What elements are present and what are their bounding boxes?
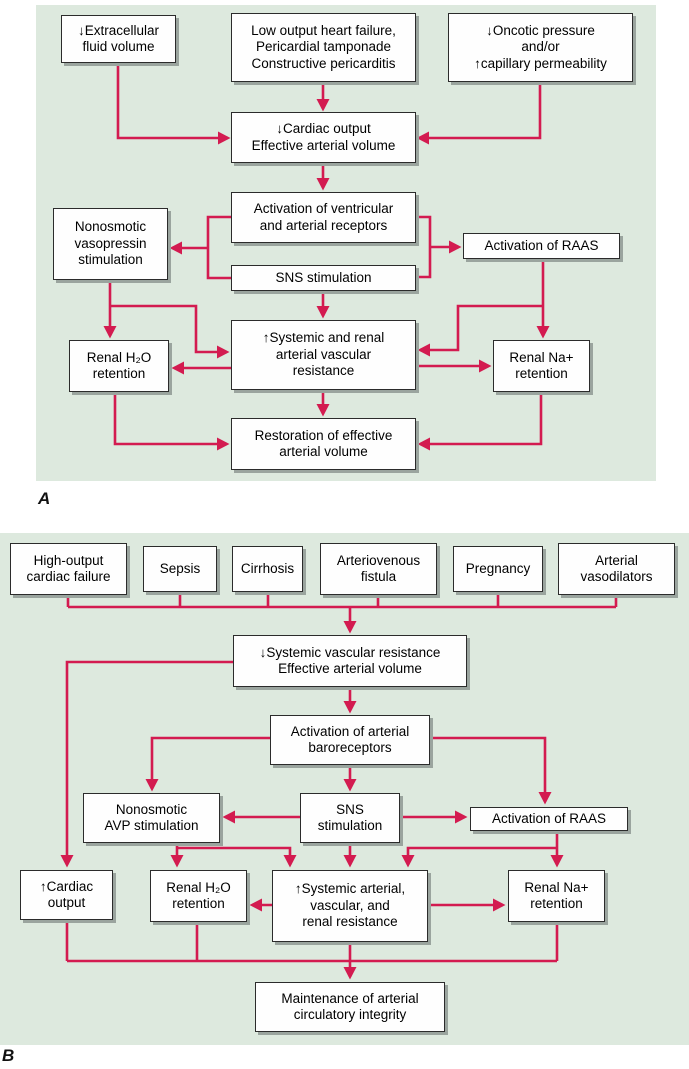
box-arteriovenous-fistula: Arteriovenous fistula (320, 543, 437, 595)
box-activation-raas-a: Activation of RAAS (463, 233, 620, 259)
panel-a-label: A (38, 489, 51, 508)
box-maintenance-circulatory-integrity: Maintenance of arterial circulatory inte… (255, 982, 445, 1032)
box-renal-h2o-retention-b: Renal H₂O retention (150, 870, 247, 922)
box-high-output-cardiac-failure: High-output cardiac failure (10, 543, 127, 595)
box-nonosmotic-avp: Nonosmotic AVP stimulation (83, 793, 220, 843)
box-cardiac-output-effective-volume: ↓Cardiac output Effective arterial volum… (231, 112, 416, 163)
box-low-output-heart-failure: Low output heart failure, Pericardial ta… (231, 13, 416, 82)
box-systemic-renal-resistance: ↑Systemic and renal arterial vascular re… (231, 320, 416, 390)
box-oncotic-pressure: ↓Oncotic pressure and/or ↑capillary perm… (448, 13, 633, 82)
box-arterial-baroreceptors: Activation of arterial baroreceptors (270, 715, 430, 765)
box-sepsis: Sepsis (143, 546, 217, 592)
box-activation-receptors: Activation of ventricular and arterial r… (231, 192, 416, 243)
box-sns-stimulation-b: SNS stimulation (300, 793, 400, 843)
box-extracellular-fluid-volume: ↓Extracellular fluid volume (61, 15, 176, 63)
box-renal-h2o-retention-a: Renal H₂O retention (69, 340, 169, 392)
panel-b-label: B (2, 1046, 15, 1065)
box-systemic-vascular-resistance: ↓Systemic vascular resistance Effective … (233, 635, 467, 687)
box-sns-stimulation-a: SNS stimulation (231, 265, 416, 291)
box-activation-raas-b: Activation of RAAS (470, 807, 628, 831)
box-nonosmotic-vasopressin: Nonosmotic vasopressin stimulation (53, 208, 168, 280)
box-renal-na-retention-b: Renal Na+ retention (508, 870, 605, 922)
box-restoration-arterial-volume: Restoration of effective arterial volume (231, 418, 416, 470)
box-pregnancy: Pregnancy (453, 546, 543, 592)
box-renal-na-retention-a: Renal Na+ retention (493, 340, 590, 392)
box-cardiac-output-b: ↑Cardiac output (20, 870, 113, 920)
box-arterial-vasodilators: Arterial vasodilators (558, 543, 675, 595)
box-systemic-arterial-resistance: ↑Systemic arterial, vascular, and renal … (272, 870, 428, 942)
panel-b-background (0, 533, 689, 1045)
box-cirrhosis: Cirrhosis (232, 546, 303, 592)
